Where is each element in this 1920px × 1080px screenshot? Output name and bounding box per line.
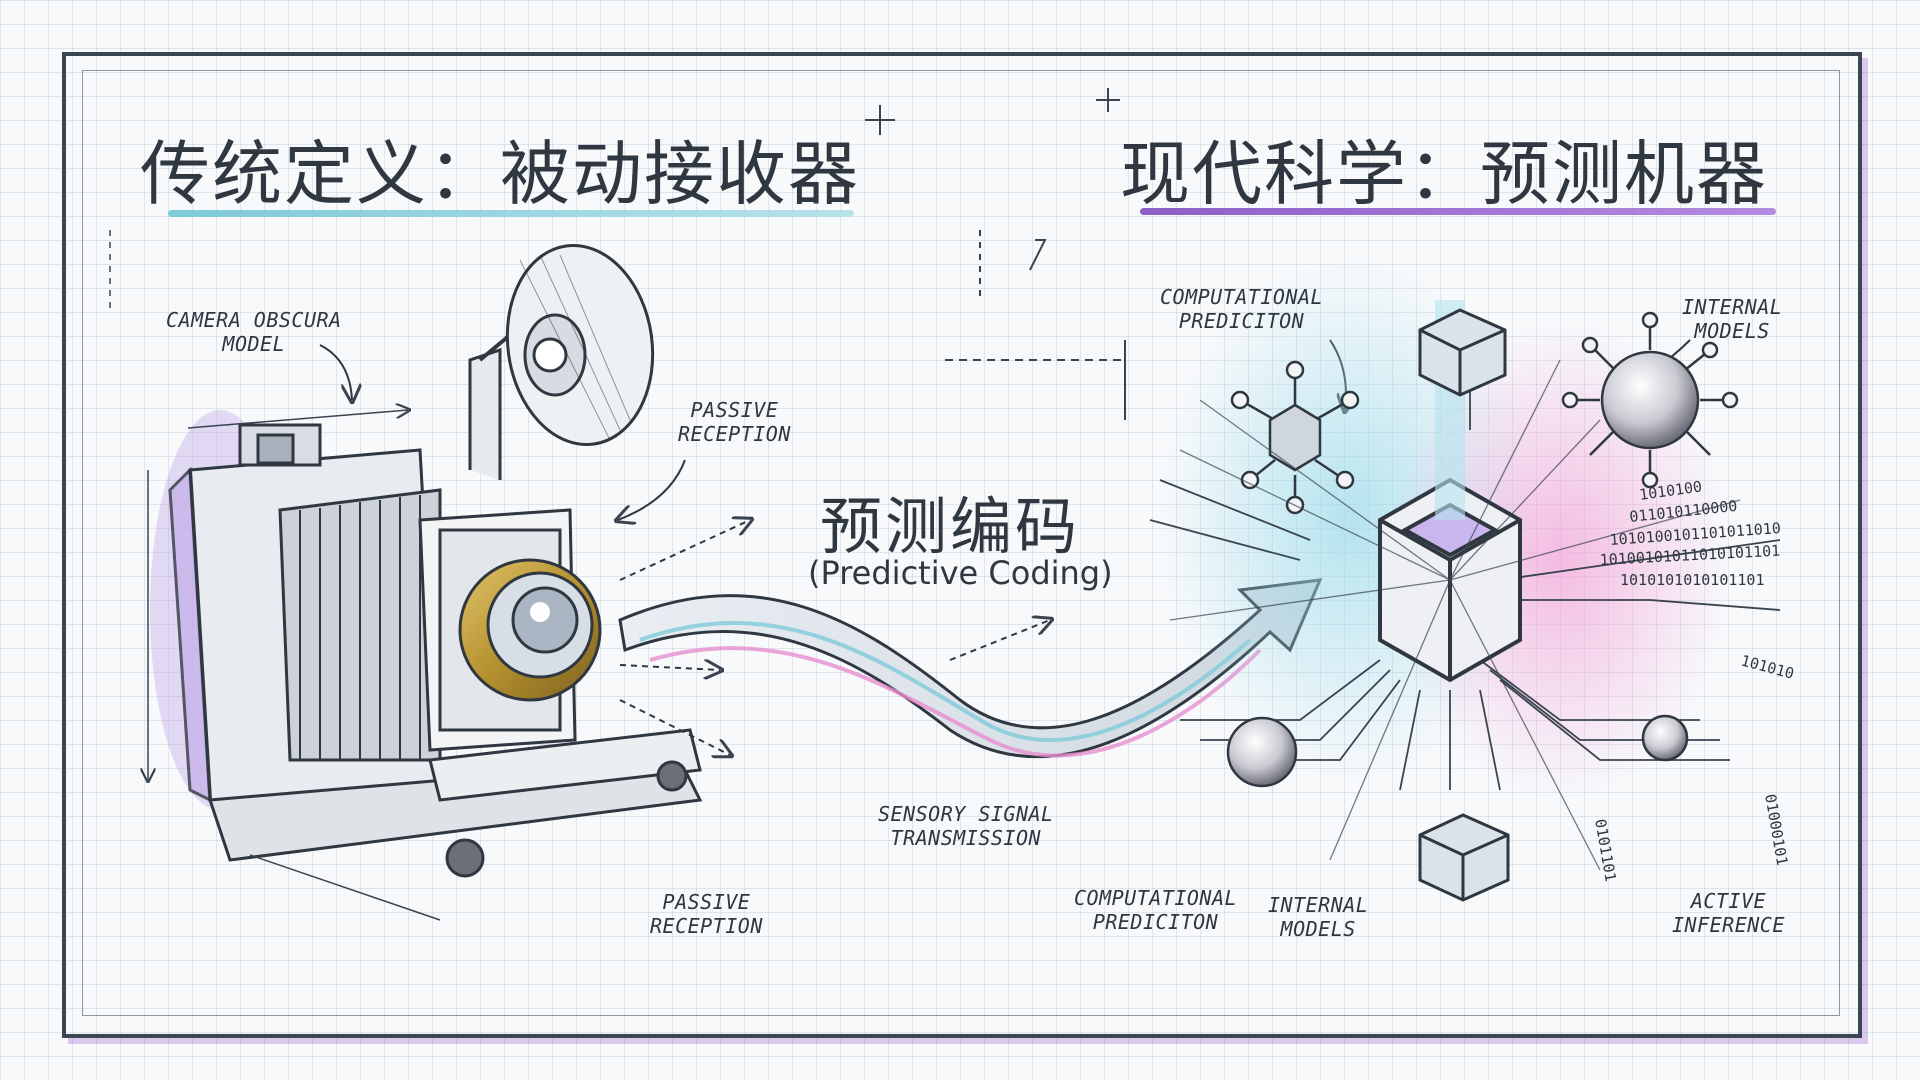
- binary-line-8: 0101101: [1591, 818, 1620, 883]
- camera-dimension-lines: [109, 230, 441, 921]
- label-sensory-signal: SENSORY SIGNAL TRANSMISSION: [878, 802, 1054, 850]
- label-computational-prediction-bottom: COMPUTATIONAL PREDICITON: [1074, 886, 1238, 934]
- center-label-main: 预测编码: [820, 490, 1081, 563]
- label-active-inference: ACTIVE INFERENCE: [1672, 889, 1785, 937]
- center-label-sub: (Predictive Coding): [808, 554, 1113, 592]
- outer-frame: [62, 52, 1862, 1038]
- title-left-underline: [168, 210, 854, 217]
- title-left: 传统定义：被动接收器: [140, 133, 860, 215]
- binary-line-5: 1010101010101101: [1620, 571, 1765, 589]
- label-passive-reception-bottom: PASSIVE RECEPTION: [650, 890, 763, 938]
- binary-line-7: 01000101: [1761, 793, 1791, 867]
- binary-line-6: 101010: [1739, 651, 1796, 682]
- inner-frame: [82, 70, 1840, 1016]
- corner-marks: [865, 88, 1126, 420]
- internal-model-sphere: [1561, 311, 1739, 489]
- small-sphere-right: [1641, 714, 1689, 762]
- small-sphere-left: [1226, 716, 1298, 788]
- label-computational-prediction-top: COMPUTATIONAL PREDICITON: [1160, 285, 1324, 333]
- label-camera-obscura: CAMERA OBSCURA MODEL: [166, 308, 342, 356]
- title-right-underline: [1140, 208, 1776, 215]
- title-right: 现代科学：预测机器: [1120, 133, 1768, 215]
- top-cube: [1418, 308, 1507, 397]
- bottom-cube: [1418, 813, 1510, 902]
- camera-illustration: [168, 243, 703, 878]
- label-internal-models-top: INTERNAL MODELS: [1682, 295, 1783, 343]
- label-passive-reception-top: PASSIVE RECEPTION: [678, 398, 791, 446]
- label-internal-models-bottom: INTERNAL MODELS: [1268, 893, 1369, 941]
- radiating-rays: [1169, 359, 1741, 871]
- camera-signal-arrows: [619, 520, 1050, 755]
